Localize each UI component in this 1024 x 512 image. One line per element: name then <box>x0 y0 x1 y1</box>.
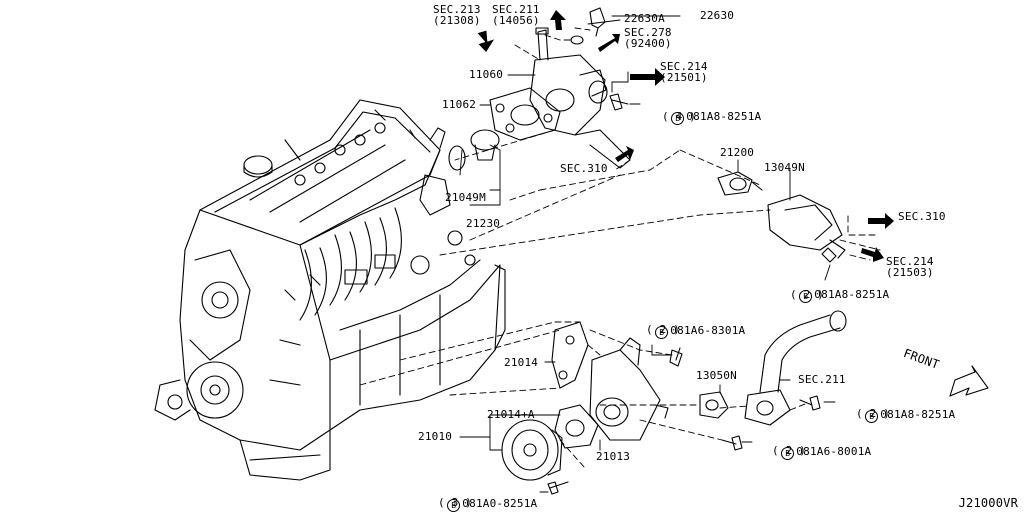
label-sec214-top-sub: (21501) <box>660 71 708 84</box>
water-pump-assembly <box>501 321 683 495</box>
reference-lines <box>359 27 881 469</box>
thermostat <box>448 129 500 171</box>
label-sec214-right-sub: (21503) <box>886 266 934 279</box>
label-13050n: 13050N <box>696 369 737 382</box>
label-sec211-pipe: SEC.211 <box>798 373 846 386</box>
bolt-b-icon: B <box>865 410 879 423</box>
bolt-b-icon: B <box>671 112 685 125</box>
label-21013: 21013 <box>596 450 631 463</box>
label-11062: 11062 <box>442 98 477 111</box>
thermostat-housing-right <box>717 171 846 263</box>
engine-block <box>154 99 506 481</box>
inlet-pipe <box>699 310 847 451</box>
label-21010: 21010 <box>418 430 453 443</box>
bolt-b-icon: B <box>799 290 813 303</box>
label-21049m: 21049M <box>445 191 486 204</box>
label-22630: 22630 <box>700 9 735 22</box>
label-11060: 11060 <box>469 68 504 81</box>
label-sec278: SEC.278 <box>624 26 672 39</box>
label-13049n: 13049N <box>764 161 805 174</box>
bolt-qty-2: ( 2 ) <box>790 288 825 301</box>
section-arrows <box>477 10 894 262</box>
label-sec213: SEC.213 <box>433 3 481 16</box>
label-sec310-right: SEC.310 <box>898 210 946 223</box>
label-21230: 21230 <box>466 217 501 230</box>
label-sec278-sub: (92400) <box>624 37 672 50</box>
water-outlet-assembly <box>489 7 631 169</box>
label-sec211-top-sub: (14056) <box>492 14 540 27</box>
bolt-qty-6: ( 3 ) <box>438 496 473 509</box>
front-arrow-icon <box>949 365 989 397</box>
label-sec211-top: SEC.211 <box>492 3 540 16</box>
label-sec213-sub: (21308) <box>433 14 481 27</box>
label-sec214-top: SEC.214 <box>660 60 708 73</box>
label-sec214-right: SEC.214 <box>886 255 934 268</box>
label-21014a: 21014+A <box>487 408 535 421</box>
label-21014: 21014 <box>504 356 539 369</box>
bolt-qty-1: ( 4 ) <box>662 110 697 123</box>
bolt-qty-5: ( 2 ) <box>772 444 807 457</box>
leader-lines <box>459 15 836 493</box>
bolt-b-icon: B <box>655 326 669 339</box>
label-sec310-mid: SEC.310 <box>560 162 608 175</box>
bolt-qty-3: ( 2 ) <box>646 323 681 336</box>
bolt-qty-4: ( 2 ) <box>856 407 891 420</box>
label-21200: 21200 <box>720 146 755 159</box>
label-22630a: 22630A <box>624 12 665 25</box>
bolt-b-icon: B <box>781 447 795 460</box>
diagram-code: J21000VR <box>958 496 1018 510</box>
